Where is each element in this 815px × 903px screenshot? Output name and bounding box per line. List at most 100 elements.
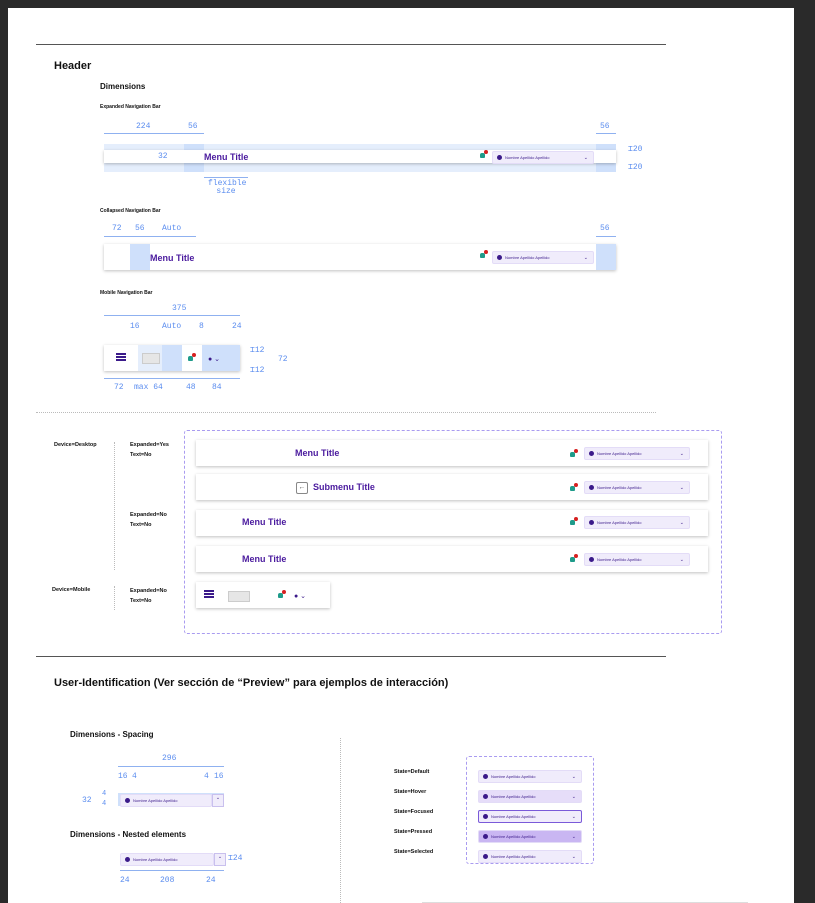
user-icon [483,774,488,779]
menu-title: Menu Title [242,554,287,564]
user-dropdown-state[interactable]: Nombre Apellido Apellido⌄ [478,850,582,863]
logo-placeholder [228,591,250,602]
notification-badge [574,554,578,558]
user-avatar-icon[interactable]: ● ⌄ [208,356,221,363]
measure-56-right: 56 [600,122,610,131]
measure-12-bottom: ⌶12 [250,366,265,375]
bell-icon[interactable] [480,253,485,258]
notification-badge [574,483,578,487]
spacing-highlight [162,345,182,371]
measure-296: 296 [162,754,177,763]
spacing-highlight [596,244,616,270]
user-name: Nombre Apellido Apellido [505,155,550,160]
measure-auto: Auto [162,322,182,331]
menu-title: Menu Title [150,253,195,263]
logo-placeholder [142,353,160,364]
measure-line [596,236,616,237]
measure-line [104,378,240,379]
notification-badge [574,517,578,521]
user-icon [589,557,594,562]
measure-line [104,236,130,237]
device-mobile-label: Device=Mobile [52,587,91,593]
variants-frame [184,430,722,634]
spacing-highlight [130,244,150,270]
states-frame [466,756,594,864]
bell-icon[interactable] [278,593,283,598]
user-dropdown-state[interactable]: Nombre Apellido Apellido⌄ [478,790,582,803]
design-canvas: Header Dimensions Expanded Navigation Ba… [8,8,794,903]
measure-20-top: ⌶20 [628,145,643,154]
user-icon [589,451,594,456]
section-divider [36,44,666,45]
hamburger-icon[interactable] [116,353,126,355]
measure-375: 375 [172,304,187,313]
user-dropdown[interactable]: Nombre Apellido Apellido [120,794,212,807]
chevron-down-icon: ⌄ [583,254,588,261]
user-icon [483,814,488,819]
measure-24: 24 [120,876,130,885]
user-dropdown[interactable]: Nombre Apellido Apellido ⌄ [584,516,690,529]
user-dropdown[interactable]: Nombre Apellido Apellido [120,853,214,866]
measure-72: 72 [112,224,122,233]
user-dropdown[interactable]: Nombre Apellido Apellido ⌄ [584,447,690,460]
measure-line [104,315,240,316]
measure-12-top: ⌶12 [250,346,265,355]
chevron-down-icon: ⌄ [679,450,684,457]
state-label: State=Default [394,769,430,775]
hamburger-icon[interactable] [204,590,214,592]
bell-icon[interactable] [570,520,575,525]
user-avatar-icon[interactable]: ● ⌄ [294,593,307,600]
user-dropdown-state[interactable]: Nombre Apellido Apellido ⌄ [478,830,582,843]
measure-auto: Auto [162,224,182,233]
chevron-down-icon: ⌄ [679,484,684,491]
mobile-bar-title: Mobile Navigation Bar [100,290,153,296]
chevron-down-icon: ⌄ [571,773,576,780]
measure-32: 32 [82,796,92,805]
bell-icon[interactable] [480,153,485,158]
user-name: Nombre Apellido Apellido [597,557,642,562]
chevron-down-icon: ⌄ [571,813,576,820]
user-dropdown[interactable]: Nombre Apellido Apellido ⌄ [584,481,690,494]
user-dropdown[interactable]: Nombre Apellido Apellido ⌄ [492,151,594,164]
header-section-title: Header [54,60,92,72]
bell-icon[interactable] [188,356,193,361]
submenu-title: Submenu Title [313,482,375,492]
user-icon [589,485,594,490]
bracket-line [114,442,115,570]
measure-4: 4 [102,790,107,798]
measure-8: 8 [199,322,204,331]
chevron-down-icon: ⌄ [571,833,576,840]
back-arrow-icon[interactable]: ← [296,482,308,494]
notification-badge [574,449,578,453]
chevron-down-icon[interactable]: ⌄ [214,853,226,866]
expanded-bar-title: Expanded Navigation Bar [100,104,161,110]
user-name: Nombre Apellido Apellido [491,814,536,819]
measure-line [204,177,248,178]
measure-4: 4 [102,800,107,808]
user-icon [589,520,594,525]
user-icon [483,794,488,799]
bell-icon[interactable] [570,452,575,457]
user-name: Nombre Apellido Apellido [491,834,536,839]
measure-line [184,133,204,134]
dotted-divider [36,412,656,413]
measure-16: 16 [214,772,224,781]
bell-icon[interactable] [570,486,575,491]
user-icon [497,255,502,260]
chevron-down-icon[interactable]: ⌄ [212,794,224,807]
user-dropdown[interactable]: Nombre Apellido Apellido ⌄ [492,251,594,264]
measure-line [596,133,616,134]
user-dropdown-state[interactable]: Nombre Apellido Apellido ⌄ [478,810,582,823]
user-dropdown[interactable]: Nombre Apellido Apellido ⌄ [584,553,690,566]
bell-icon[interactable] [570,557,575,562]
spacing-title: Dimensions - Spacing [70,730,154,739]
measure-208: 208 [160,876,175,885]
measure-32: 32 [158,152,168,161]
column-divider [340,738,341,903]
user-dropdown-state[interactable]: Nombre Apellido Apellido⌄ [478,770,582,783]
measure-4: 4 [204,772,209,781]
measure-24: 24 [232,322,242,331]
menu-title: Menu Title [242,517,287,527]
measure-16: 16 [130,322,140,331]
